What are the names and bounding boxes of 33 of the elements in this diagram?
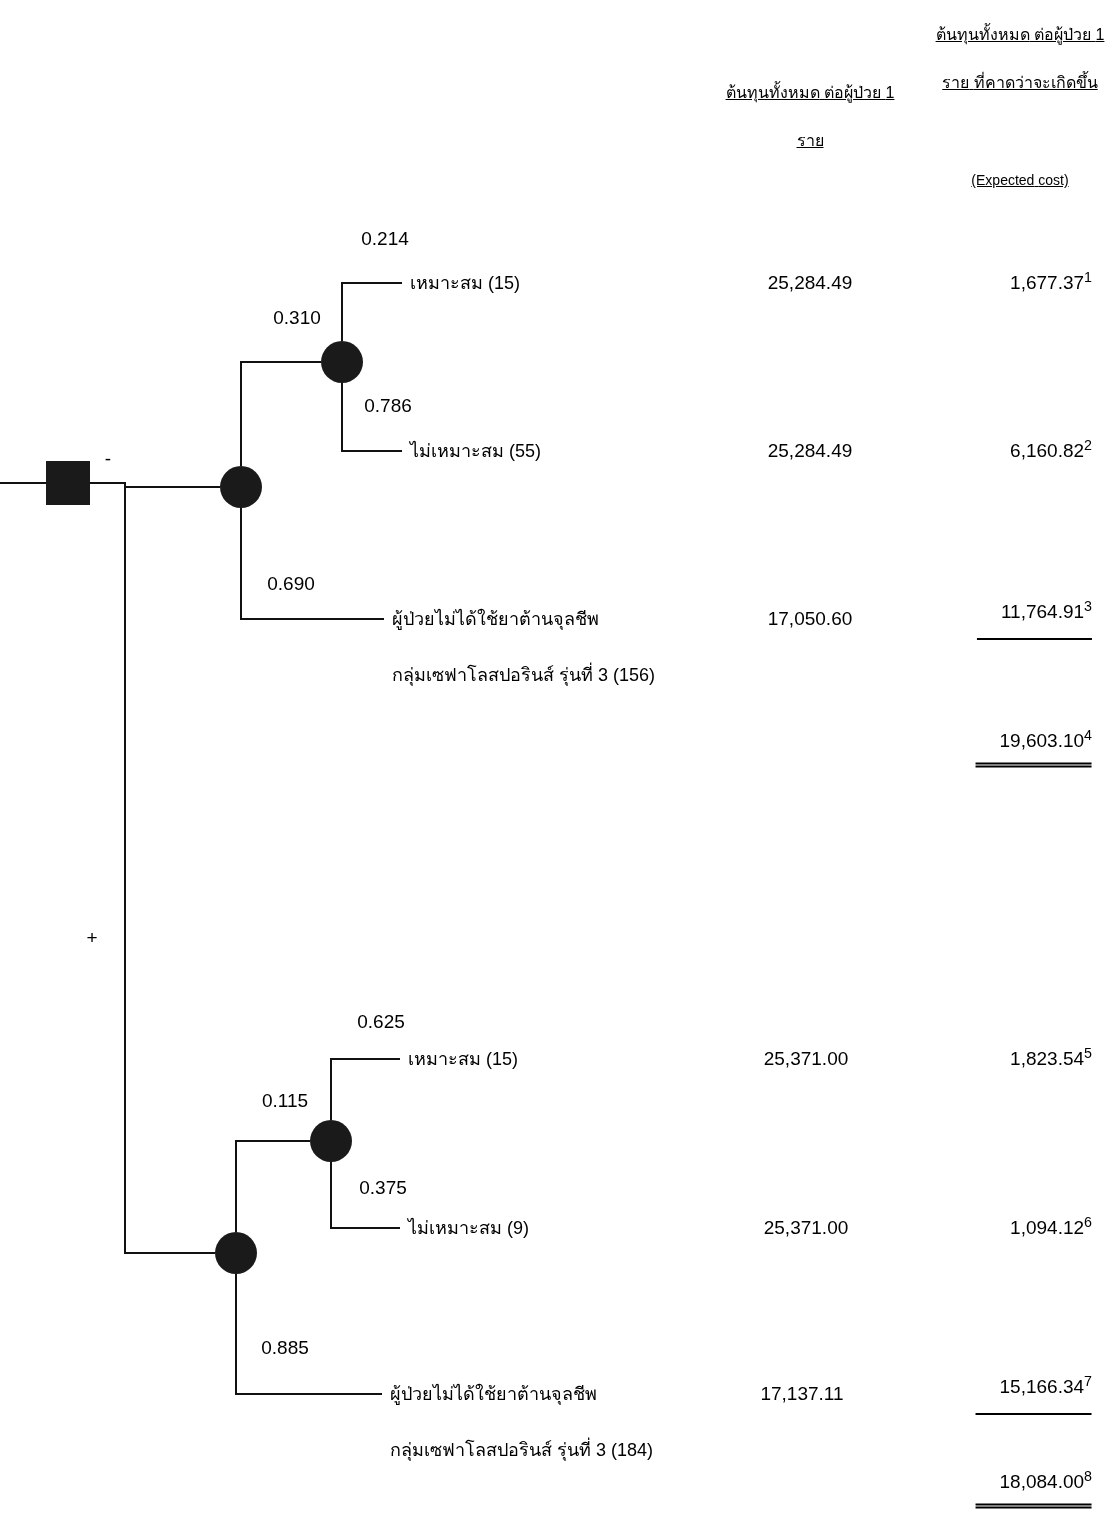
branch-line — [330, 1161, 401, 1229]
column-header: ต้นทุนทั้งหมด ต่อผู้ป่วย 1 ราย ที่คาดว่าจะเกิดขึ้น — [935, 11, 1105, 107]
cost-value: 18,084.00$^{8}$ — [975, 1467, 1092, 1509]
branch-line — [0, 482, 47, 484]
cost-value: 6,160.82$^{2}$ — [1010, 437, 1092, 463]
branch-line — [235, 1140, 311, 1233]
outcome-label: ไม่เหมาะสม (55) — [410, 440, 543, 463]
cost-value: 17,050.60 — [767, 607, 853, 631]
outcome-label: ผู้ป่วยไม่ได้ใช้ยาต้านจุลชีพ กลุ่มเซฟาโลสปอรินส์ รุ่นที่ 3 (184) — [390, 1382, 655, 1463]
cost-value: 15,166.34$^{7}$ — [975, 1373, 1092, 1415]
cost-value: 1,094.12$^{6}$ — [1010, 1214, 1092, 1240]
cost-value: 17,137.11 — [760, 1382, 844, 1406]
outcome-label: ผู้ป่วยไม่ได้ใช้ยาต้านจุลชีพ กลุ่มเซฟาโลสปอรินส์ รุ่นที่ 3 (156) — [392, 607, 657, 688]
branch-line — [330, 1058, 401, 1121]
cost-value: 25,284.49 — [767, 439, 853, 463]
branch-line — [240, 507, 385, 620]
branch-line — [240, 361, 322, 467]
branch-line — [341, 282, 403, 342]
column-header: ต้นทุนทั้งหมด ต่อผู้ป่วย 1 ราย — [725, 69, 895, 165]
column-header: (Expected cost) — [970, 171, 1070, 190]
cost-value: 25,284.49 — [767, 271, 853, 295]
cost-value: 1,823.54$^{5}$ — [1010, 1045, 1092, 1071]
cost-value: 25,371.00 — [763, 1047, 849, 1071]
cost-value: 19,603.10$^{4}$ — [975, 726, 1092, 768]
cost-value: 1,677.37$^{1}$ — [1010, 269, 1092, 295]
cost-value: 11,764.91$^{3}$ — [976, 598, 1092, 640]
cost-value: 25,371.00 — [763, 1216, 849, 1240]
branch-line — [341, 382, 403, 452]
decision-node-square — [46, 461, 90, 505]
outcome-label: ไม่เหมาะสม (9) — [408, 1217, 530, 1240]
outcome-label: เหมาะสม (15) — [408, 1048, 520, 1071]
outcome-label: เหมาะสม (15) — [410, 272, 522, 295]
branch-line — [235, 1273, 383, 1395]
